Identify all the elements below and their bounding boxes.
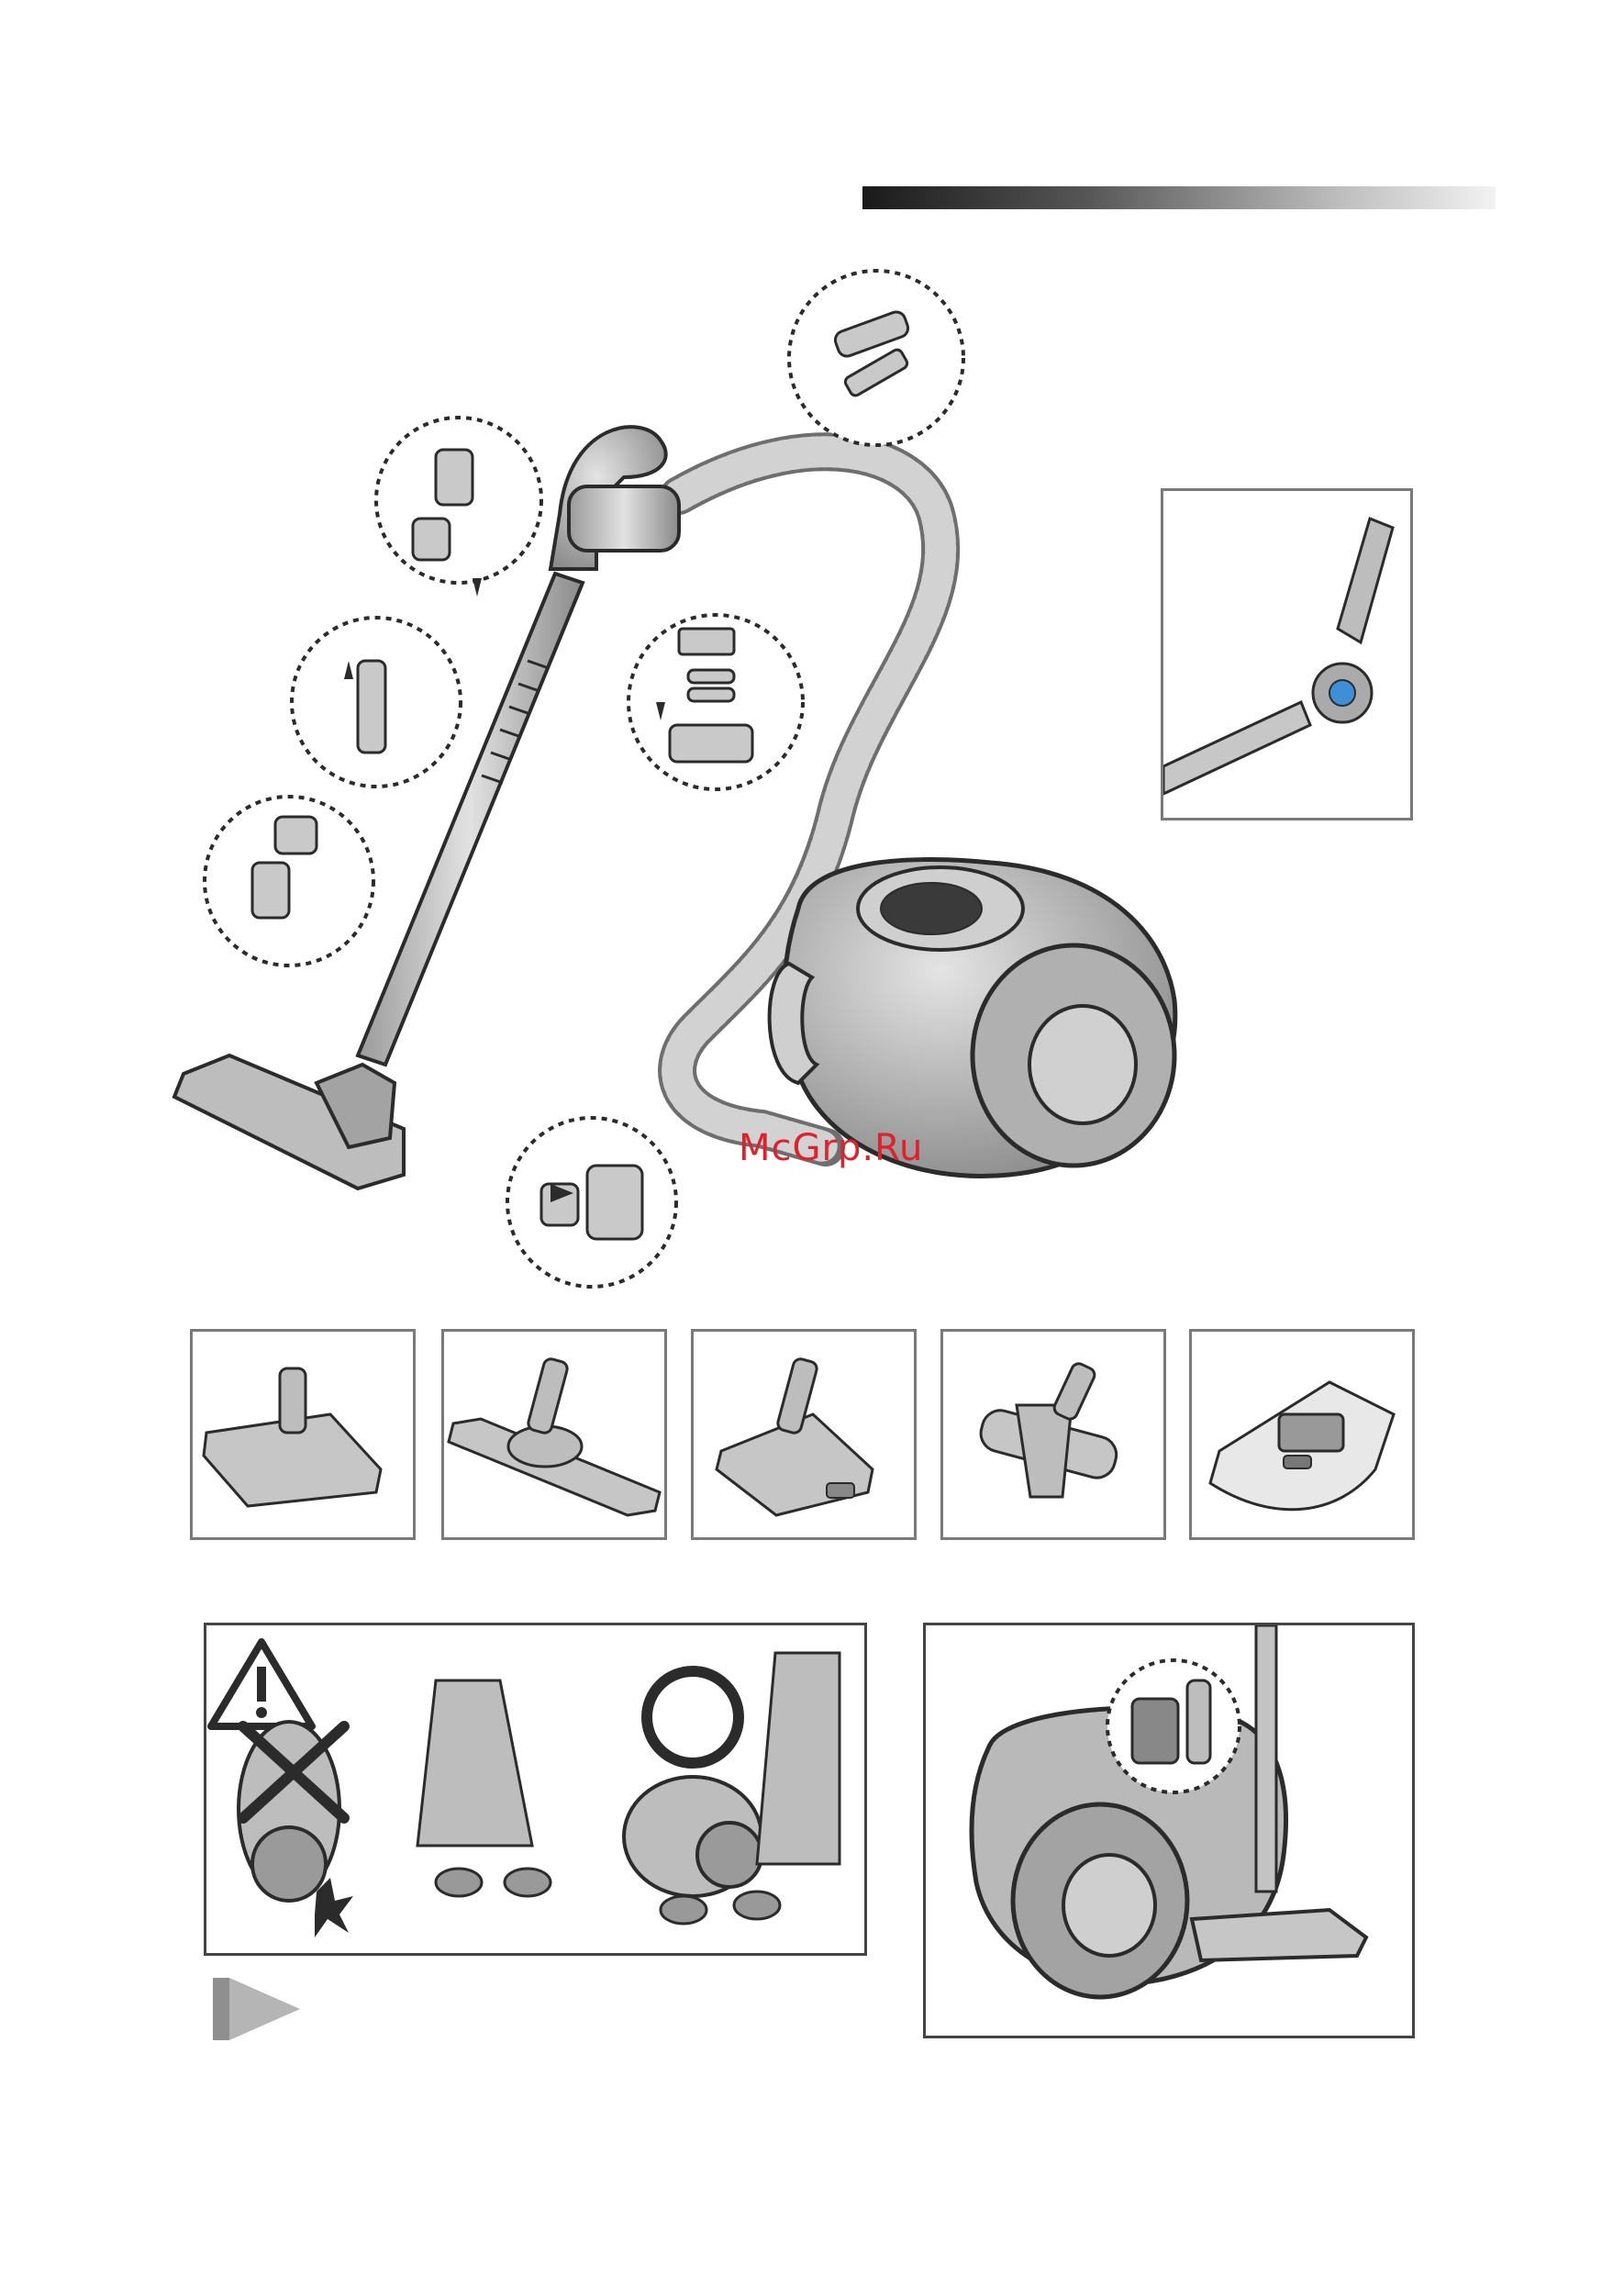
accessory-card-3 [691,1329,917,1540]
section-marker [213,1978,300,2040]
accessory-card-5 [1189,1329,1415,1540]
play-triangle-icon [213,1978,300,2040]
battery-pack-icon [1192,1332,1412,1537]
accessory-card-1 [190,1329,416,1540]
parking-storage-icon [926,1625,1412,2036]
accessory-card-4 [940,1329,1166,1540]
warning-triangle-icon [211,1642,312,1726]
detail-hose-rest-clip [789,271,963,445]
carrying-warning-panel [204,1623,867,1956]
storage-parking-panel [923,1623,1415,2038]
main-assembly-figure [165,266,1229,1294]
accessory-card-2 [441,1329,667,1540]
correct-circle-icon [647,1671,739,1763]
mini-turbo-brush-icon [943,1332,1163,1537]
floor-brush [174,1055,404,1189]
parquet-brush-icon [444,1332,664,1537]
pipe-swivel-joint-icon [1163,491,1410,818]
header-gradient-bar [862,186,1496,209]
watermark-text: McGrp.Ru [739,1127,923,1169]
swivel-joint-detail-panel [1161,488,1413,820]
turbo-floor-brush-icon [193,1332,413,1537]
combination-brush-icon [694,1332,914,1537]
